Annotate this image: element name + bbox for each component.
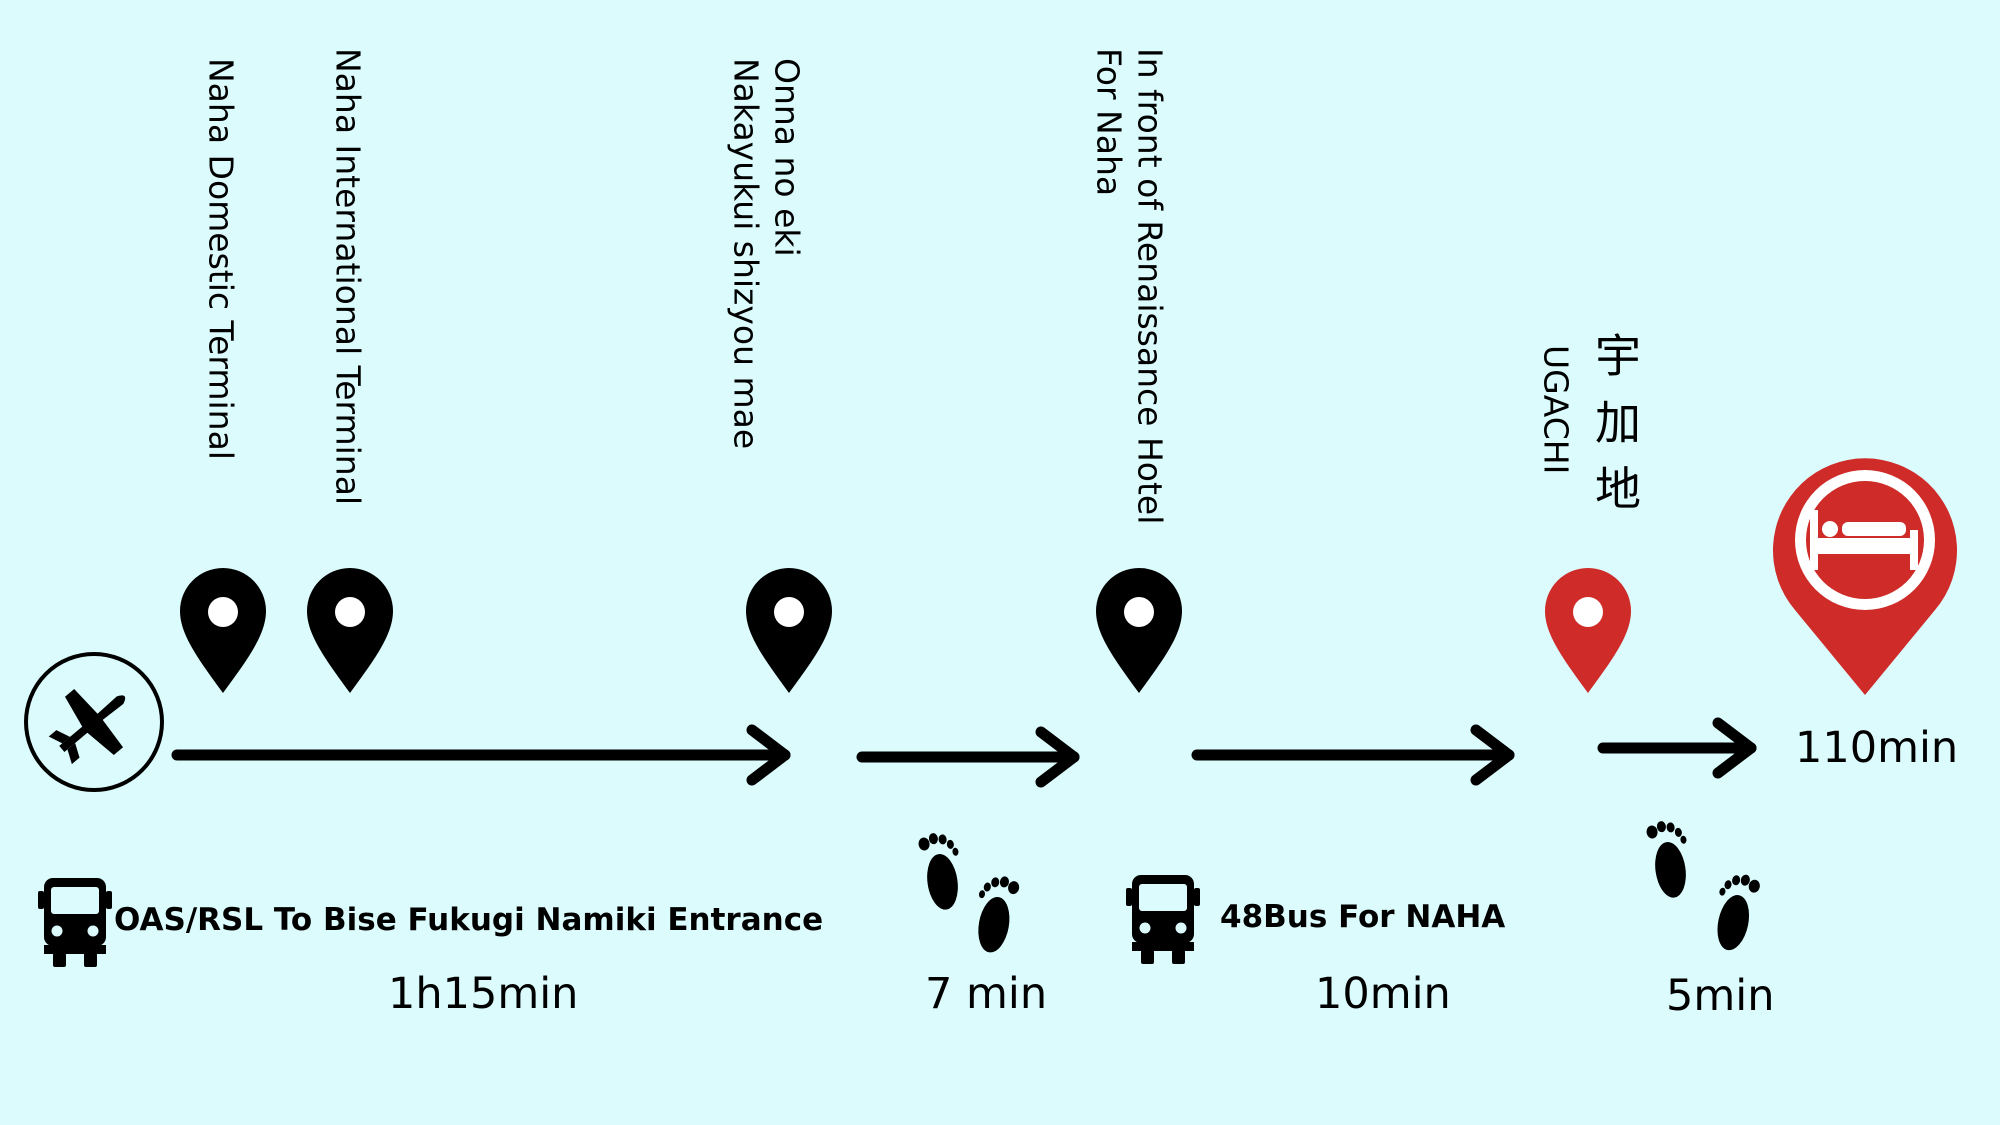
total-duration: 110min — [1795, 723, 1959, 773]
location-pin-icon — [180, 568, 266, 693]
stop-label-line: Naha International Terminal — [328, 48, 368, 506]
bus-icon — [38, 878, 112, 967]
stop-label-line: In front of Renaissance Hotel — [1130, 48, 1170, 525]
segment-duration: 1h15min — [388, 969, 579, 1019]
route-arrow — [1191, 724, 1515, 786]
stop-label-naha-international: Naha International Terminal — [327, 48, 368, 505]
segment-duration: 7 min — [925, 969, 1048, 1019]
location-pin-icon — [307, 568, 393, 693]
stop-label-line: Onna no eki — [767, 58, 807, 257]
stop-label-line: For Naha — [1089, 48, 1129, 197]
stop-label-line: Nakayukui shizyou mae — [726, 58, 766, 450]
segment-duration: 10min — [1315, 969, 1451, 1019]
stop-label-char: 宇 — [1595, 329, 1641, 383]
stop-label-renaissance: In front of Renaissance Hotel For Naha — [1088, 48, 1171, 524]
stop-label-onna-no-eki: Onna no eki Nakayukui shizyou mae — [725, 58, 808, 449]
segment-duration: 5min — [1666, 971, 1775, 1021]
bus-route-label: 48Bus For NAHA — [1220, 899, 1506, 935]
location-pin-icon — [1545, 568, 1631, 693]
route-arrow — [171, 724, 791, 786]
route-arrow — [856, 726, 1080, 788]
hotel-bed-pin-icon — [1773, 458, 1957, 695]
stop-label-ugachi-roman: UGACHI — [1535, 345, 1576, 474]
bus-icon — [1126, 875, 1200, 964]
route-arrow — [1597, 717, 1757, 779]
stop-label-char: 地 — [1595, 462, 1641, 517]
stop-label-ugachi-kanji: 宇加地 — [1588, 323, 1648, 523]
stop-label-line: Naha Domestic Terminal — [201, 58, 241, 460]
location-pin-icon — [1096, 568, 1182, 693]
stop-label-line: UGACHI — [1536, 345, 1576, 475]
bus-route-label: OAS/RSL To Bise Fukugi Namiki Entrance — [114, 902, 824, 938]
location-pin-icon — [746, 568, 832, 693]
stop-label-char: 加 — [1595, 395, 1641, 450]
stop-label-naha-domestic: Naha Domestic Terminal — [200, 58, 241, 460]
stop-label-line: 宇加地 — [1588, 323, 1648, 523]
airplane-icon — [24, 652, 164, 792]
